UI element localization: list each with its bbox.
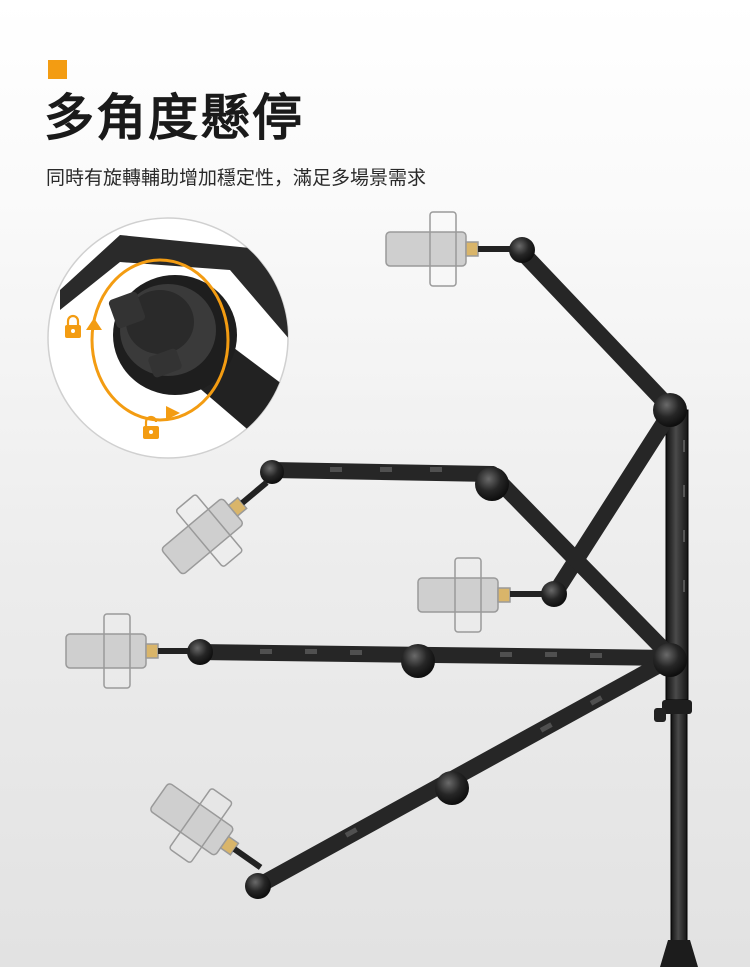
microphone-icon [161, 480, 269, 575]
microphone-icon [385, 211, 510, 287]
arm-joints [187, 237, 687, 899]
boom-arm-position-upper [264, 462, 680, 666]
microphone-icon [65, 613, 190, 689]
joint-detail-inset [47, 217, 289, 459]
unlock-icon [143, 415, 159, 439]
lock-icon [65, 314, 81, 338]
boom-arm-position-low [250, 650, 680, 894]
stand-pole [654, 409, 698, 967]
accent-square [48, 60, 67, 79]
boom-arm-position-horizontal [190, 644, 680, 666]
page-subtitle: 同時有旋轉輔助增加穩定性，滿足多場景需求 [46, 167, 427, 189]
microphone-icon [150, 783, 263, 870]
boom-arm-position-top [512, 242, 680, 601]
pole-knob [654, 708, 666, 722]
microphone-icon [417, 557, 542, 633]
rotate-arrow-icon [90, 258, 230, 422]
page-title: 多角度懸停 [44, 89, 304, 147]
